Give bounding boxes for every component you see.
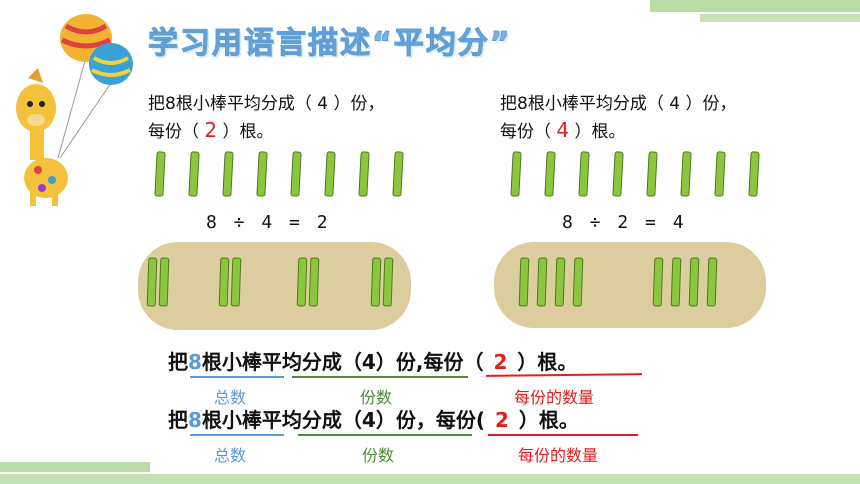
stick (510, 151, 522, 197)
stick (382, 257, 394, 307)
stick (706, 257, 718, 307)
stick (392, 151, 404, 197)
s2-each-underline (488, 434, 638, 436)
s1-part1: 把 (168, 350, 188, 374)
s2-total-underline (190, 434, 284, 436)
right-line2-pre: 每份（ (500, 122, 551, 142)
stick (646, 151, 658, 197)
s1-label-total: 总数 (214, 388, 247, 407)
s2-label-each: 每份的数量 (518, 446, 599, 465)
bottom-decor-bar-2 (0, 474, 860, 484)
stick (222, 151, 234, 197)
stick (370, 257, 382, 307)
s1-each-underline (485, 373, 643, 377)
right-per-value: 4 (556, 118, 570, 142)
stick (572, 257, 584, 307)
s1-part4: ）根。 (517, 350, 578, 374)
s2-part1: 把 (168, 408, 188, 432)
s2-total: 8 (188, 408, 202, 432)
giraffe-balloons-illustration (16, 14, 133, 206)
stick (536, 257, 548, 307)
top-decor-bar (650, 0, 860, 12)
stick (612, 151, 624, 197)
stick (158, 257, 170, 307)
stick (290, 151, 302, 197)
left-line2-pre: 每份（ (148, 122, 199, 142)
stick (358, 151, 370, 197)
top-decor-bar-2 (700, 14, 860, 22)
s2-label-parts: 份数 (362, 446, 395, 465)
stick (748, 151, 760, 197)
page-title: 学习用语言描述“平均分” (147, 26, 512, 62)
s1-total-underline (190, 376, 284, 378)
stick (324, 151, 336, 197)
left-equation: 8 ÷ 4 = 2 (206, 212, 331, 233)
left-group-panel (138, 242, 411, 330)
s2-part3: ，每份( (415, 408, 485, 432)
stick (518, 257, 530, 307)
s1-per: 2 (493, 350, 508, 374)
stick (554, 257, 566, 307)
stick (680, 151, 692, 197)
summary-sentence-1: 把8根小棒平均分成（4）份,每份（ 2 ）根。 (168, 346, 577, 375)
stick (188, 151, 200, 197)
s1-part2: 根小棒平均分成（4）份 (201, 350, 416, 374)
s2-label-total: 总数 (214, 446, 247, 465)
stick (578, 151, 590, 197)
s1-label-each: 每份的数量 (514, 388, 595, 407)
stick (714, 151, 726, 197)
stick (296, 257, 308, 307)
left-sticks-row (154, 151, 404, 197)
s1-part3: ,每份（ (415, 350, 484, 374)
s2-parts-underline (298, 434, 472, 436)
right-equation: 8 ÷ 2 = 4 (562, 212, 687, 233)
right-problem-line2: 每份（ 4 ）根。 (500, 116, 626, 146)
s1-label-parts: 份数 (360, 388, 393, 407)
stick (154, 151, 166, 197)
left-problem-line1: 把8根小棒平均分成（ 4 ）份， (148, 94, 385, 114)
right-grouped-sticks (518, 257, 718, 307)
stick (256, 151, 268, 197)
s1-total: 8 (188, 350, 202, 374)
right-line2-post: ）根。 (574, 122, 626, 142)
left-grouped-sticks (146, 257, 394, 307)
right-sticks-row (510, 151, 760, 197)
left-problem-line2: 每份（ 2 ）根。 (148, 116, 274, 146)
stick (146, 257, 158, 307)
stick (652, 257, 664, 307)
left-line2-post: ）根。 (222, 122, 274, 142)
bottom-decor-bar (0, 462, 150, 472)
summary-sentence-2: 把8根小棒平均分成（4）份，每份( 2 ）根。 (168, 404, 579, 433)
left-per-value: 2 (204, 118, 218, 142)
stick (544, 151, 556, 197)
stick (670, 257, 682, 307)
stick (218, 257, 230, 307)
stick (688, 257, 700, 307)
stick (230, 257, 242, 307)
s2-per: 2 (494, 408, 509, 432)
s1-parts-underline (292, 376, 468, 378)
right-problem-line1: 把8根小棒平均分成（ 4 ）份， (500, 94, 737, 114)
s2-part4: ）根。 (518, 408, 579, 432)
s2-part2: 根小棒平均分成（4）份 (201, 408, 416, 432)
stick (308, 257, 320, 307)
